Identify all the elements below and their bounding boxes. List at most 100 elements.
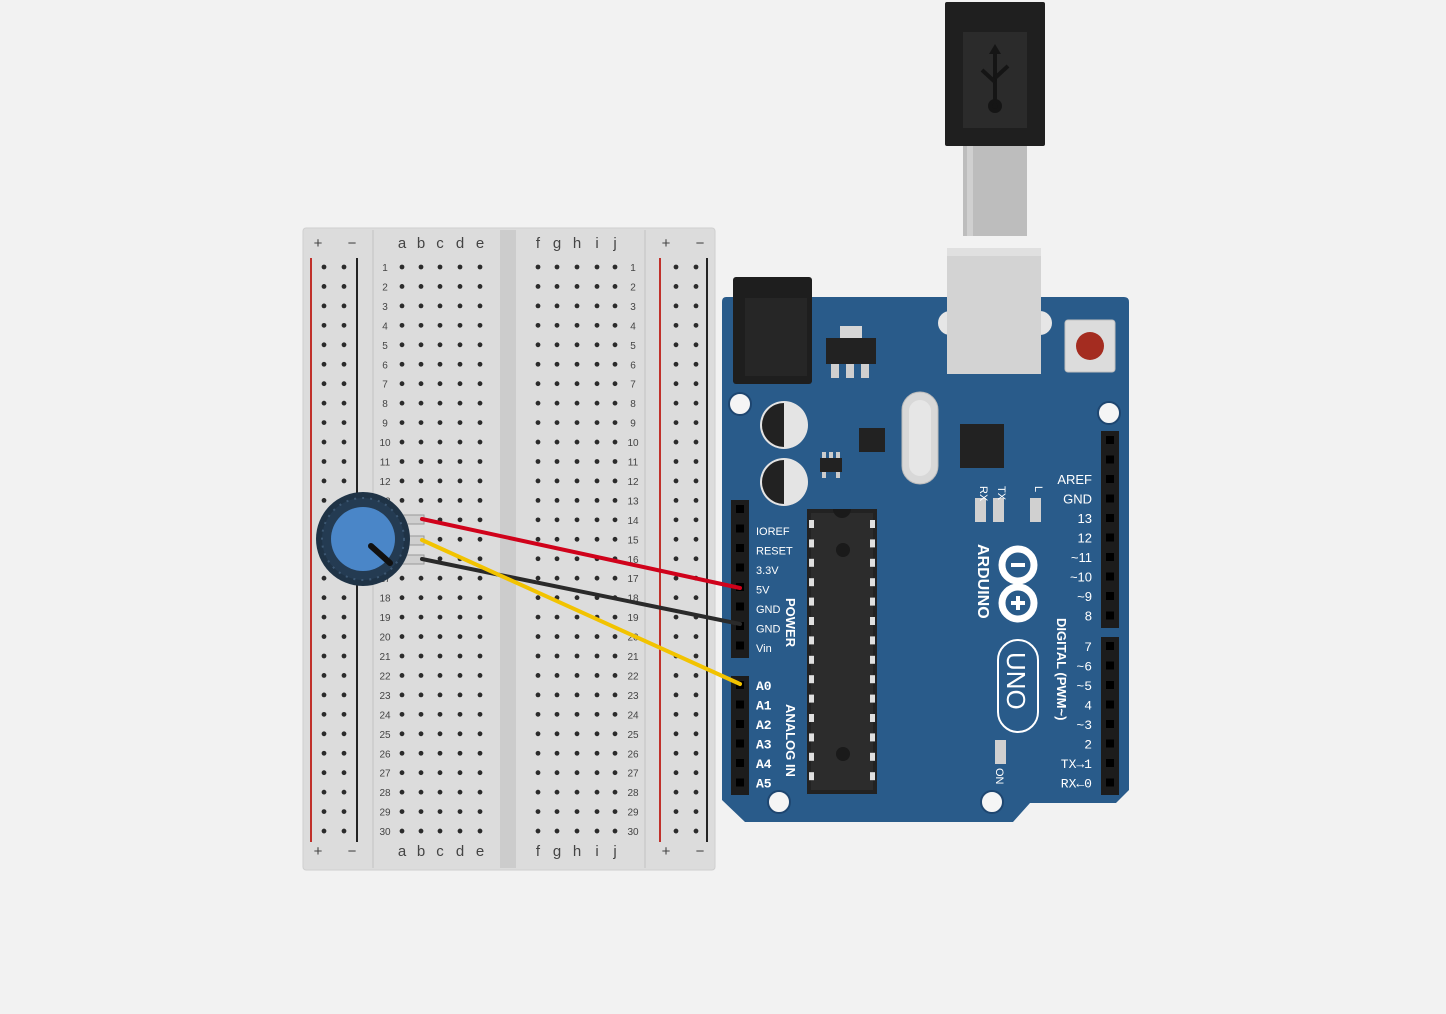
breadboard-hole[interactable]: [594, 459, 600, 464]
breadboard-hole[interactable]: [612, 731, 618, 737]
breadboard-hole[interactable]: [477, 750, 483, 756]
rail-hole[interactable]: [341, 342, 347, 348]
rail-hole[interactable]: [673, 595, 679, 601]
breadboard-hole[interactable]: [594, 381, 600, 387]
breadboard-hole[interactable]: [612, 264, 618, 270]
breadboard-hole[interactable]: [612, 809, 618, 814]
digital-header-top[interactable]: [1101, 431, 1119, 628]
usb-cable[interactable]: [945, 2, 1045, 236]
rail-hole[interactable]: [321, 692, 327, 698]
breadboard-hole[interactable]: [594, 498, 600, 503]
rail-hole[interactable]: [673, 420, 679, 425]
breadboard-hole[interactable]: [554, 770, 560, 776]
breadboard-hole[interactable]: [418, 284, 424, 289]
breadboard-hole[interactable]: [457, 692, 463, 698]
breadboard-hole[interactable]: [437, 342, 443, 348]
header-pin[interactable]: [736, 641, 744, 650]
breadboard-hole[interactable]: [477, 342, 483, 348]
breadboard-hole[interactable]: [437, 361, 443, 367]
rail-hole[interactable]: [341, 809, 347, 814]
rail-hole[interactable]: [321, 439, 327, 445]
rail-hole[interactable]: [693, 498, 699, 503]
rail-hole[interactable]: [693, 653, 699, 659]
header-pin[interactable]: [1106, 592, 1114, 600]
breadboard-hole[interactable]: [437, 536, 443, 542]
breadboard-hole[interactable]: [554, 536, 560, 542]
breadboard-hole[interactable]: [457, 809, 463, 814]
breadboard-hole[interactable]: [535, 828, 541, 834]
rail-hole[interactable]: [341, 614, 347, 620]
breadboard-hole[interactable]: [477, 634, 483, 639]
breadboard-hole[interactable]: [594, 361, 600, 367]
breadboard-hole[interactable]: [594, 575, 600, 581]
breadboard-hole[interactable]: [554, 498, 560, 503]
breadboard-hole[interactable]: [477, 556, 483, 562]
breadboard-hole[interactable]: [457, 750, 463, 756]
breadboard-hole[interactable]: [574, 692, 580, 698]
rail-hole[interactable]: [321, 420, 327, 425]
rail-hole[interactable]: [321, 789, 327, 795]
rail-hole[interactable]: [693, 692, 699, 698]
wire-yellow-a0[interactable]: [420, 538, 742, 686]
rail-hole[interactable]: [673, 322, 679, 328]
rail-hole[interactable]: [693, 634, 699, 639]
breadboard-hole[interactable]: [399, 634, 405, 639]
breadboard-hole[interactable]: [399, 303, 405, 309]
breadboard-hole[interactable]: [574, 322, 580, 328]
breadboard-hole[interactable]: [418, 342, 424, 348]
breadboard-hole[interactable]: [418, 478, 424, 484]
breadboard-hole[interactable]: [574, 420, 580, 425]
rail-hole[interactable]: [341, 381, 347, 387]
breadboard-hole[interactable]: [477, 381, 483, 387]
rail-hole[interactable]: [321, 400, 327, 406]
breadboard-hole[interactable]: [477, 459, 483, 464]
rail-hole[interactable]: [341, 750, 347, 756]
header-pin[interactable]: [736, 778, 744, 787]
rail-hole[interactable]: [673, 517, 679, 523]
breadboard-hole[interactable]: [418, 400, 424, 406]
rail-hole[interactable]: [693, 303, 699, 309]
breadboard-hole[interactable]: [399, 400, 405, 406]
rail-hole[interactable]: [673, 303, 679, 309]
rail-hole[interactable]: [341, 459, 347, 464]
header-pin[interactable]: [1106, 642, 1114, 650]
breadboard-hole[interactable]: [612, 614, 618, 620]
rail-hole[interactable]: [341, 789, 347, 795]
breadboard-hole[interactable]: [535, 750, 541, 756]
breadboard-hole[interactable]: [535, 595, 541, 601]
breadboard-hole[interactable]: [437, 731, 443, 737]
breadboard-hole[interactable]: [477, 303, 483, 309]
header-pin[interactable]: [1106, 572, 1114, 581]
header-pin[interactable]: [736, 524, 744, 533]
header-pin[interactable]: [1106, 681, 1114, 689]
rail-hole[interactable]: [693, 828, 699, 834]
breadboard-hole[interactable]: [437, 809, 443, 814]
breadboard-hole[interactable]: [457, 614, 463, 620]
rail-hole[interactable]: [321, 575, 327, 581]
breadboard-hole[interactable]: [477, 692, 483, 698]
breadboard-hole[interactable]: [477, 731, 483, 737]
breadboard-hole[interactable]: [554, 284, 560, 289]
breadboard-hole[interactable]: [437, 653, 443, 659]
breadboard[interactable]: 1122334455667788991010111112121313141415…: [302, 227, 716, 871]
breadboard-hole[interactable]: [574, 731, 580, 737]
rail-hole[interactable]: [321, 381, 327, 387]
breadboard-hole[interactable]: [612, 575, 618, 581]
breadboard-hole[interactable]: [399, 420, 405, 425]
header-pin[interactable]: [1106, 759, 1114, 767]
digital-header-bottom[interactable]: [1101, 637, 1119, 795]
header-pin[interactable]: [1106, 455, 1114, 464]
rail-hole[interactable]: [321, 264, 327, 270]
breadboard-hole[interactable]: [399, 342, 405, 348]
breadboard-hole[interactable]: [437, 828, 443, 834]
breadboard-hole[interactable]: [437, 634, 443, 639]
rail-hole[interactable]: [321, 770, 327, 776]
breadboard-hole[interactable]: [399, 575, 405, 581]
rail-hole[interactable]: [321, 459, 327, 464]
header-pin[interactable]: [1106, 700, 1114, 709]
rail-hole[interactable]: [693, 711, 699, 717]
rail-hole[interactable]: [693, 478, 699, 484]
breadboard-hole[interactable]: [437, 673, 443, 678]
breadboard-hole[interactable]: [399, 322, 405, 328]
rail-hole[interactable]: [693, 536, 699, 542]
